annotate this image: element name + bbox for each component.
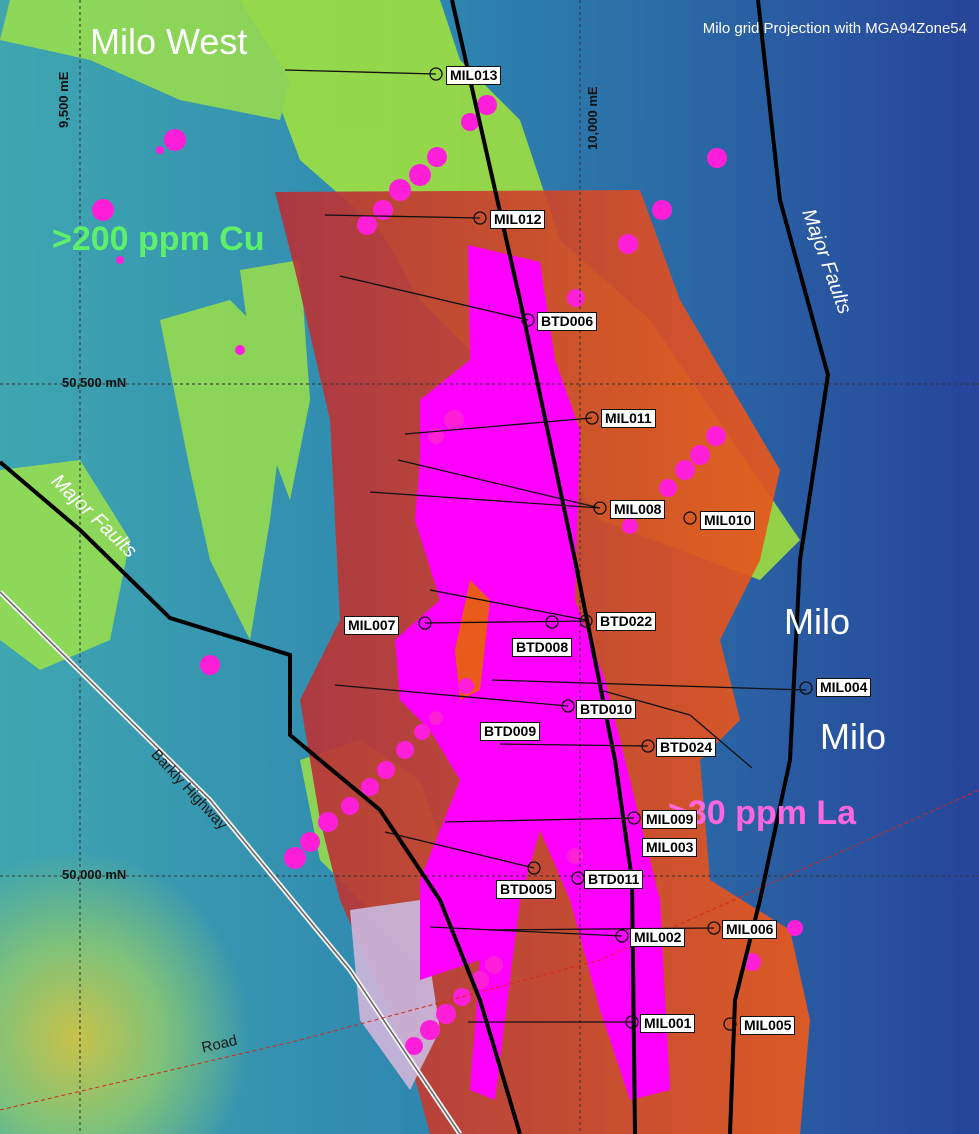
drillhole-label: BTD022 (596, 612, 657, 631)
roads (0, 590, 979, 1134)
drillhole-label: MIL006 (722, 920, 778, 939)
drillhole-label: MIL008 (610, 500, 666, 519)
la-gap (455, 580, 490, 700)
drillhole-label: MIL002 (630, 928, 686, 947)
sample-dots (92, 95, 803, 1055)
drillhole-label: BTD008 (512, 638, 573, 657)
grid-label-10000-me: 10,000 mE (585, 86, 600, 150)
drill-traces (284, 69, 807, 1023)
drillhole-label: MIL011 (601, 409, 656, 428)
drillhole-label: BTD024 (656, 738, 717, 757)
drillhole-label: MIL012 (490, 210, 546, 229)
faults (0, 0, 831, 1134)
drillhole-label: BTD005 (496, 880, 557, 899)
drillhole-label: MIL013 (446, 66, 502, 85)
drillhole-label: MIL004 (816, 678, 872, 697)
drillhole-label: MIL009 (642, 810, 698, 829)
drillhole-label: MIL001 (640, 1014, 696, 1033)
drillhole-label: MIL005 (740, 1016, 796, 1035)
drillhole-label: BTD006 (537, 312, 598, 331)
drill-collars (418, 67, 813, 1031)
drillhole-label: BTD009 (480, 722, 541, 741)
area-label-milo-2: Milo (820, 716, 887, 757)
grid-label-50000-mn: 50,000 mN (62, 867, 127, 882)
cu-anomaly-label: >200 ppm Cu (52, 220, 265, 258)
drillhole-label: MIL007 (344, 616, 400, 635)
area-label-milo-west: Milo West (90, 21, 248, 62)
la-anomaly-label: >30 ppm La (668, 794, 857, 832)
drillhole-label: BTD011 (584, 870, 644, 889)
projection-note: Milo grid Projection with MGA94Zone54 (702, 20, 967, 37)
grid-label-50500-mn: 50,500 mN (62, 375, 127, 390)
drillhole-label: MIL010 (700, 511, 756, 530)
drillhole-label: MIL003 (642, 838, 698, 857)
grid-label-9500-me: 9,500 mE (56, 71, 71, 128)
area-label-milo-1: Milo (784, 601, 851, 642)
drillhole-label: BTD010 (576, 700, 637, 719)
